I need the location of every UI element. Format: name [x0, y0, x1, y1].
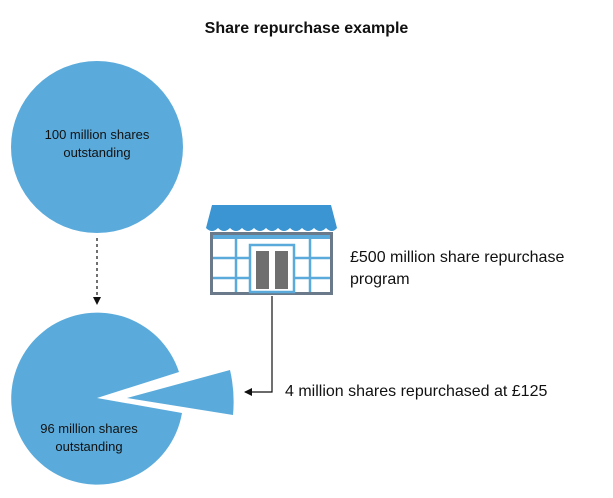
shares-after-label-line2: outstanding — [55, 439, 123, 454]
store-to-wedge-arrow — [244, 296, 273, 396]
repurchase-program-line2: program — [350, 271, 410, 288]
repurchase-program-line1: £500 million share repurchase — [350, 249, 565, 266]
repurchased-wedge — [127, 370, 234, 415]
storefront-icon — [206, 205, 337, 295]
shares-before-circle — [11, 61, 183, 233]
shares-before-label-line2: outstanding — [63, 145, 131, 160]
shares-before-label: 100 million shares outstanding — [18, 126, 176, 162]
shares-repurchased-label: 4 million shares repurchased at £125 — [285, 383, 548, 400]
shares-after-label-line1: 96 million shares — [40, 421, 138, 436]
shares-after-circle — [11, 312, 182, 485]
diagram-title: Share repurchase example — [204, 20, 409, 37]
shares-after-label: 96 million shares outstanding — [10, 420, 168, 456]
repurchase-program-label: £500 million share repurchase program — [350, 247, 610, 291]
shares-before-label-line1: 100 million shares — [44, 127, 150, 142]
